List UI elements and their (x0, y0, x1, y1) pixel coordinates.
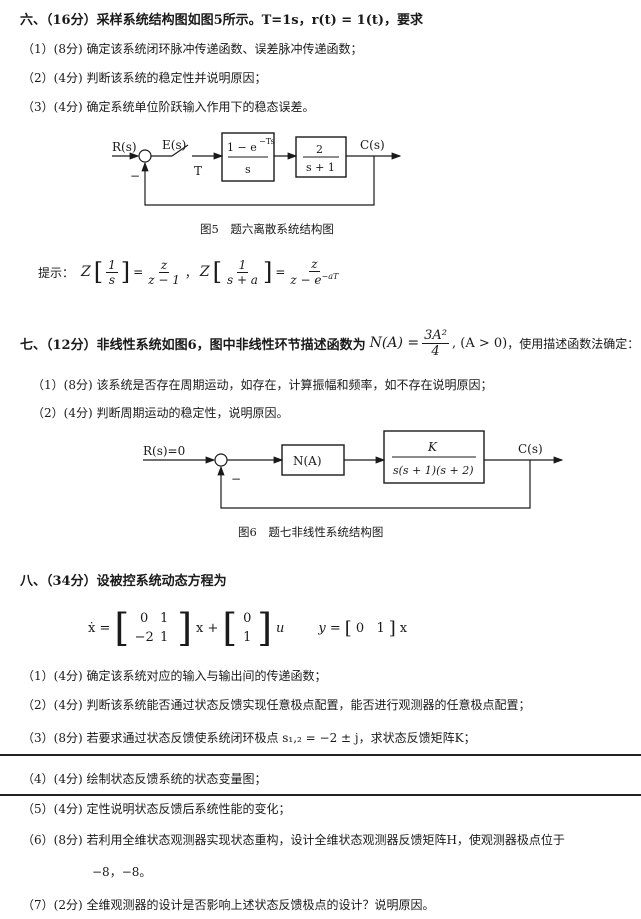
q6-hint-label: 提示： (38, 265, 75, 280)
q8-matrix-c: 0 1 (355, 620, 385, 636)
q7-header-pre: 七、（12分）非线性系统如图6，图中非线性环节描述函数为 (20, 337, 366, 353)
q6-plant-numerator: 2 (316, 143, 323, 156)
q7-figure-caption: 图6 题七非线性系统结构图 (238, 525, 384, 539)
q6-sampler-switch (171, 144, 189, 157)
q6-hint-r2-exp: −aT (321, 272, 339, 281)
q8-item-6: （6）(8分) 若利用全维状态观测器实现状态重构，设计全维状态观测器反馈矩阵H，… (22, 833, 565, 847)
q7-feedback-sign: − (231, 472, 241, 486)
q7-block-diagram: R(s)=0 N(A) K s(s + 1)(s + 2) C(s) − (143, 430, 564, 509)
q7-linear-denominator: s(s + 1)(s + 2) (393, 464, 474, 477)
q8-b-1: 0 (243, 611, 252, 626)
q8-a-12: 1 (160, 611, 169, 626)
q8-matrix-a: 0 1 −2 1 (133, 611, 173, 645)
q8-xdot: ẋ = (88, 620, 111, 636)
q8-item-6-poles: −8，−8。 (92, 865, 152, 879)
q6-item-2: （2）(4分) 判断该系统的稳定性并说明原因； (22, 71, 267, 85)
q6-plant-block (295, 136, 347, 178)
q6-zoh-exponent: −Ts (259, 137, 275, 146)
q6-hint-z1: Z (81, 264, 91, 280)
q6-hint-separator: ， (184, 265, 197, 280)
q8-item-5: （5）(4分) 定性说明状态反馈后系统性能的变化； (22, 802, 291, 816)
q8-a-22: 1 (160, 630, 169, 645)
q8-item-2: （2）(4分) 判断该系统能否通过状态反馈实现任意极点配置，能否进行观测器的任意… (22, 698, 531, 712)
q7-header-post: ，使用描述函数法确定： (507, 336, 640, 351)
q8-x-output: x (399, 620, 408, 636)
q7-output-label: C(s) (518, 442, 543, 456)
divider-line-1 (0, 754, 641, 756)
q6-block-diagram: R(s) E(s) T 1 − e −Ts s 2 s + 1 C(s) − (112, 132, 402, 206)
q6-zoh-numerator: 1 − e (227, 141, 257, 154)
q6-item-1: （1）(8分) 确定该系统闭环脉冲传递函数、误差脉冲传递函数； (22, 42, 363, 56)
q6-hint-r1-den: z − 1 (148, 272, 180, 287)
q6-input-label: R(s) (112, 140, 137, 154)
q8-y: y = (318, 620, 341, 636)
q6-hint-r1-num: z (158, 257, 170, 273)
q7-nonlinear-label: N(A) (293, 454, 322, 468)
q8-matrix-b: 0 1 (241, 611, 253, 645)
q8-state-equation: ẋ = [ 0 1 −2 1 ] x + [ 0 1 ] u y = [ 0 1… (88, 606, 408, 650)
q6-summing-junction (138, 149, 152, 163)
q7-formula-cond: , (A > 0) (451, 335, 508, 351)
q6-zoh-block (221, 132, 275, 182)
q6-hint-f2-den: s + a (226, 272, 258, 287)
q7-linear-numerator: K (427, 440, 438, 454)
q6-hint-f1-den: s (108, 272, 116, 287)
q8-item-7: （7）(2分) 全维观测器的设计是否影响上述状态反馈极点的设计？说明原因。 (22, 898, 435, 912)
q6-hint-r2-den: z − e (290, 273, 322, 287)
q6-header: 六、（16分）采样系统结构图如图5所示。T=1s，r(t) = 1(t)，要求 (20, 13, 424, 28)
q8-a-21: −2 (134, 630, 154, 645)
q7-formula-num: 3A² (422, 327, 449, 344)
q6-sampler-label: T (194, 164, 202, 178)
q6-error-label: E(s) (162, 138, 186, 152)
q8-a-11: 0 (140, 611, 149, 626)
q6-hint-f1-num: 1 (106, 257, 118, 273)
q7-item-1: （1）(8分) 该系统是否存在周期运动，如存在，计算振幅和频率，如不存在说明原因… (32, 378, 493, 392)
divider-line-2 (0, 794, 641, 796)
q7-summing-junction (214, 453, 228, 467)
q6-plant-denominator: s + 1 (306, 161, 335, 174)
q8-b-2: 1 (243, 630, 252, 645)
q6-hint-r2-num: z (309, 257, 320, 272)
q8-header: 八、（34分）设被控系统动态方程为 (20, 574, 227, 589)
q7-formula-lhs: N(A) = (369, 335, 420, 351)
q6-figure-caption: 图5 题六离散系统结构图 (200, 222, 334, 236)
q7-item-2: （2）(4分) 判断周期运动的稳定性，说明原因。 (32, 406, 289, 420)
q8-x-plus: x + (196, 620, 219, 636)
q8-u: u (276, 620, 285, 636)
q8-item-1: （1）(4分) 确定该系统对应的输入与输出间的传递函数； (22, 669, 327, 683)
q6-hint-z2: Z (199, 264, 210, 280)
q6-hint-f2-num: 1 (236, 257, 249, 273)
q7-input-label: R(s)=0 (143, 444, 185, 458)
q6-output-label: C(s) (360, 138, 385, 152)
q7-linear-block (383, 430, 485, 484)
q6-item-3: （3）(4分) 确定系统单位阶跃输入作用下的稳态误差。 (22, 100, 315, 114)
q8-item-4: （4）(4分) 绘制状态反馈系统的状态变量图； (22, 772, 267, 786)
q7-formula-den: 4 (431, 343, 440, 359)
q8-item-3: （3）(8分) 若要求通过状态反馈使系统闭环极点 s₁,₂ = −2 ± j，求… (22, 731, 476, 745)
q6-zoh-denominator: s (245, 163, 251, 176)
q6-feedback-sign: − (130, 169, 140, 183)
